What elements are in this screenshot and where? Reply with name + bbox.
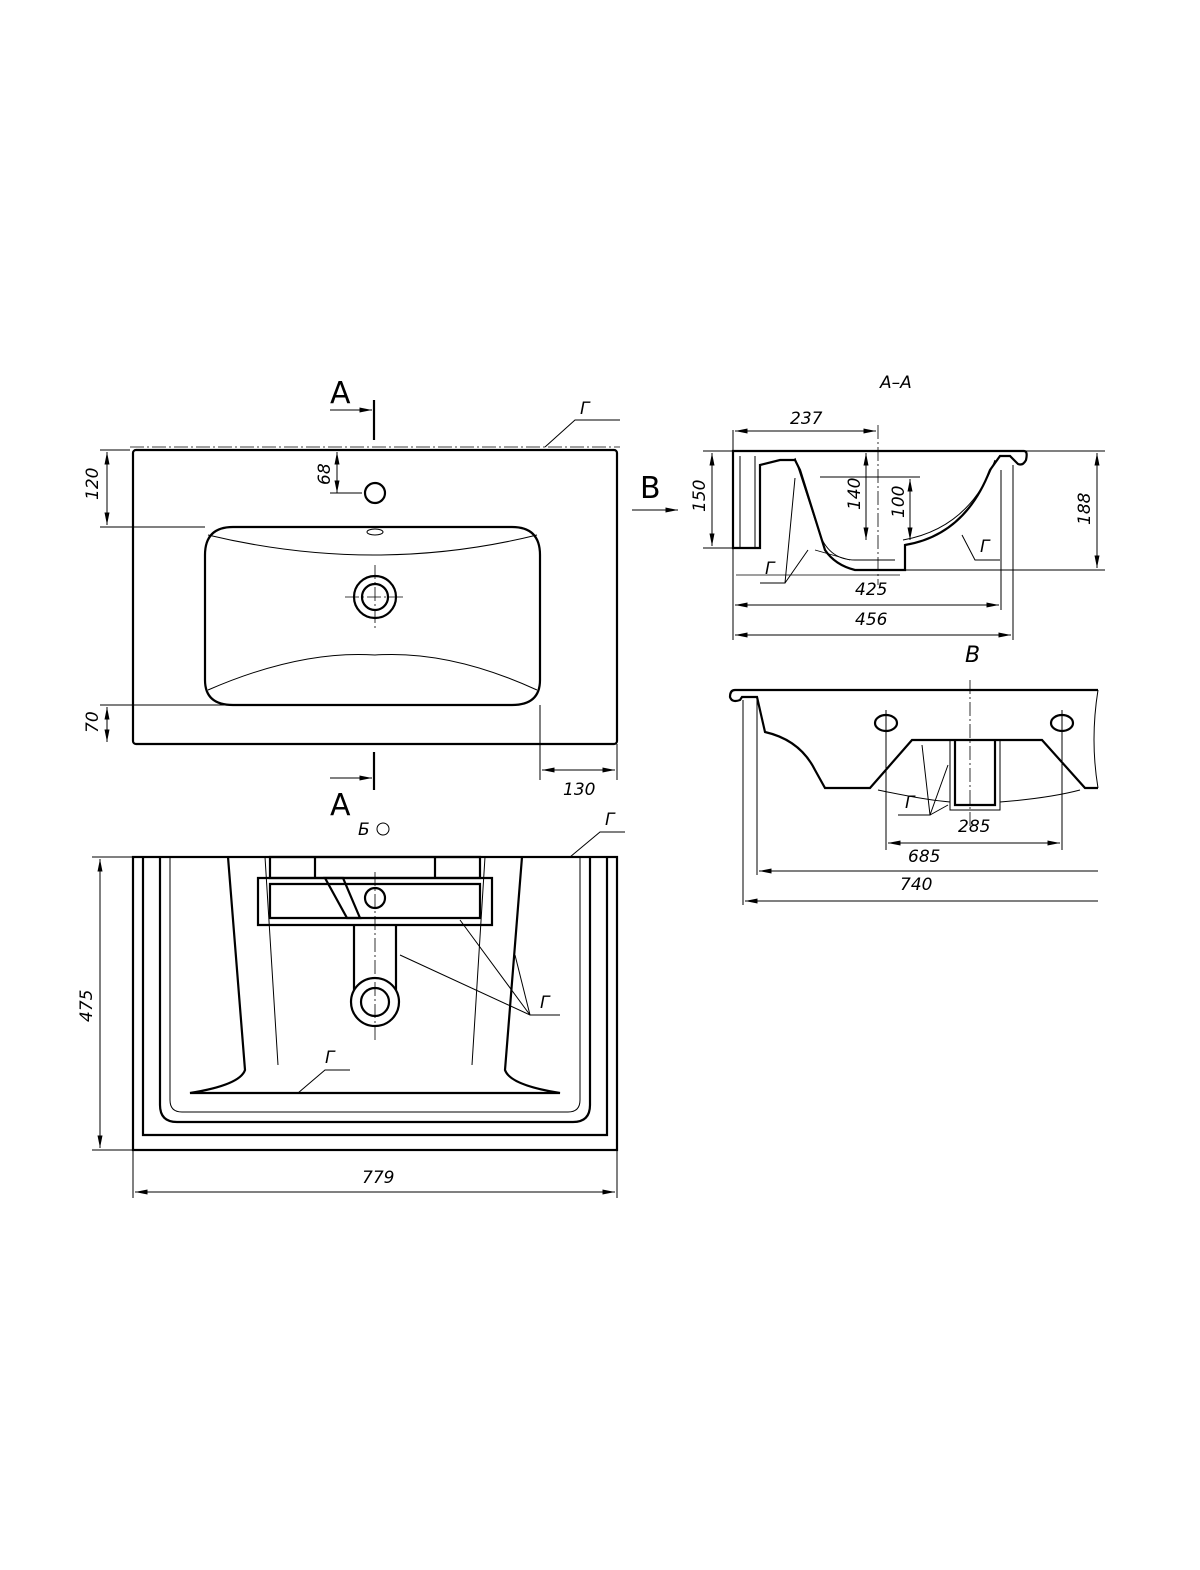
note-mark-g: Г [540, 993, 551, 1013]
note-mark-g: Г [325, 1048, 336, 1068]
rotation-icon [376, 822, 390, 836]
view-title-b-cyr: Б [358, 820, 370, 840]
dim-68: 68 [315, 463, 335, 485]
dim-456: 456 [855, 610, 888, 630]
section-title-aa: A–A [879, 373, 912, 393]
note-mark-g: Г [605, 810, 616, 830]
note-mark-g: Г [905, 793, 916, 813]
dim-237: 237 [790, 409, 823, 429]
dim-140: 140 [845, 478, 865, 510]
view-title-b: B [965, 643, 980, 668]
top-view: A A B 120 68 70 130 Г [83, 376, 678, 823]
section-aa-view: A–A 237 150 140 100 188 425 456 B Г Г [690, 373, 1105, 668]
dim-425: 425 [855, 580, 887, 600]
view-mark-b: B [640, 471, 661, 506]
dim-130: 130 [563, 780, 595, 800]
dim-285: 285 [958, 817, 990, 837]
dim-70: 70 [83, 711, 103, 733]
dim-188: 188 [1075, 492, 1095, 525]
note-mark-g: Г [580, 399, 591, 419]
section-mark-a-bottom: A [330, 788, 351, 823]
dim-740: 740 [900, 875, 932, 895]
dim-120: 120 [83, 468, 103, 500]
dim-779: 779 [362, 1168, 394, 1188]
dim-685: 685 [908, 847, 940, 867]
bottom-view: Б Г Г Г 475 779 [77, 810, 625, 1198]
dim-100: 100 [889, 486, 909, 518]
note-mark-g: Г [765, 559, 776, 579]
dim-475: 475 [77, 990, 97, 1022]
dim-150: 150 [690, 480, 710, 512]
note-mark-g: Г [980, 537, 991, 557]
section-mark-a-top: A [330, 376, 351, 411]
side-view-b: 285 685 740 Г [728, 680, 1099, 905]
